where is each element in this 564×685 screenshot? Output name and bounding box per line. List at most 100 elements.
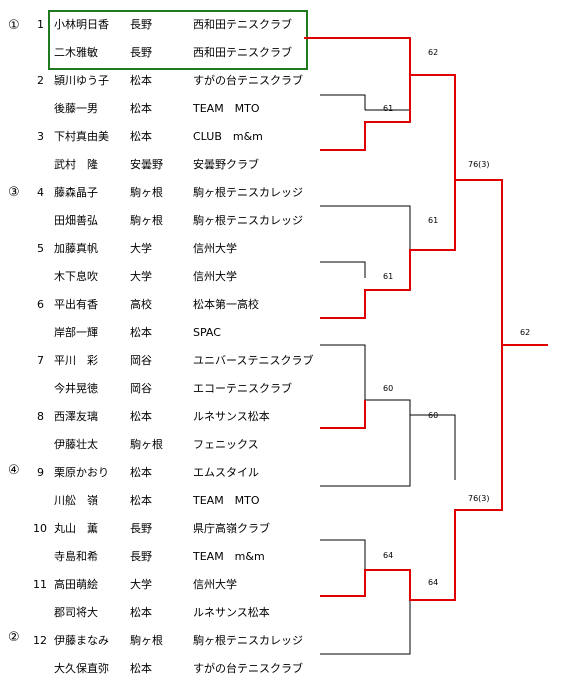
player-club: エムスタイル xyxy=(193,466,259,479)
score-r2-4: 61 xyxy=(428,216,439,225)
player-area: 長野 xyxy=(130,550,152,563)
score-qf-bottom: 76(3) xyxy=(468,494,490,503)
player-area: 駒ヶ根 xyxy=(130,214,163,227)
player-name: 頴川ゆう子 xyxy=(54,74,109,87)
entry-number: 1 xyxy=(37,18,44,31)
player-name: 二木雅敏 xyxy=(54,46,98,59)
player-name: 藤森晶子 xyxy=(54,186,98,199)
line-win-3 xyxy=(320,75,411,151)
player-area: 大学 xyxy=(130,242,152,255)
player-area: 松本 xyxy=(130,326,152,339)
player-area: 岡谷 xyxy=(130,382,152,395)
player-name: 木下息吹 xyxy=(54,270,98,283)
entry-number: 11 xyxy=(33,578,47,591)
player-name: 郡司将大 xyxy=(54,606,98,619)
seed1-highlight-box xyxy=(48,10,308,70)
entry-number: 6 xyxy=(37,298,44,311)
score-r1-2v3: 61 xyxy=(383,104,394,113)
player-area: 大学 xyxy=(130,270,152,283)
player-club: TEAM MTO xyxy=(193,102,260,115)
player-area: 松本 xyxy=(130,662,152,675)
entry-number: 4 xyxy=(37,186,44,199)
score-r2-12: 64 xyxy=(428,578,439,587)
player-club: CLUB m&m xyxy=(193,130,263,143)
seed-mark-2: ② xyxy=(8,630,20,645)
player-club: 松本第一高校 xyxy=(193,298,259,311)
player-name: 西澤友璃 xyxy=(54,410,98,423)
player-name: 栗原かおり xyxy=(54,466,109,479)
player-club: ユニバーステニスクラブ xyxy=(193,354,314,367)
line-entry-4 xyxy=(320,205,411,250)
player-area: 安曇野 xyxy=(130,158,163,171)
score-r1-10v11: 64 xyxy=(383,551,394,560)
player-club: 駒ヶ根テニスカレッジ xyxy=(193,214,303,227)
player-club: エコーテニスクラブ xyxy=(193,382,292,395)
player-area: 駒ヶ根 xyxy=(130,186,163,199)
line-win-6 xyxy=(320,180,456,319)
entry-number: 8 xyxy=(37,410,44,423)
player-club: 駒ヶ根テニスカレッジ xyxy=(193,634,303,647)
score-r2-9: 60 xyxy=(428,411,439,420)
line-r2-9-top xyxy=(365,399,456,480)
player-name: 大久保直弥 xyxy=(54,662,109,675)
player-area: 岡谷 xyxy=(130,354,152,367)
player-area: 松本 xyxy=(130,494,152,507)
player-club: TEAM m&m xyxy=(193,550,265,563)
entry-number: 12 xyxy=(33,634,47,647)
player-name: 岸部一輝 xyxy=(54,326,98,339)
score-final: 62 xyxy=(520,328,531,337)
score-r2-1: 62 xyxy=(428,48,439,57)
seed-mark-3: ③ xyxy=(8,185,20,200)
player-area: 松本 xyxy=(130,130,152,143)
entry-number: 5 xyxy=(37,242,44,255)
player-area: 駒ヶ根 xyxy=(130,438,163,451)
player-area: 松本 xyxy=(130,466,152,479)
player-name: 平川 彩 xyxy=(54,354,98,367)
player-club: ルネサンス松本 xyxy=(193,410,270,423)
player-name: 加藤真帆 xyxy=(54,242,98,255)
line-entry-9 xyxy=(320,415,411,487)
player-area: 大学 xyxy=(130,578,152,591)
entry-number: 3 xyxy=(37,130,44,143)
player-area: 松本 xyxy=(130,606,152,619)
player-area: 松本 xyxy=(130,102,152,115)
seed-mark-1: ① xyxy=(8,18,20,33)
player-name: 平出有香 xyxy=(54,298,98,311)
player-area: 松本 xyxy=(130,74,152,87)
player-name: 小林明日香 xyxy=(54,18,109,31)
player-club: SPAC xyxy=(193,326,221,339)
player-name: 下村真由美 xyxy=(54,130,109,143)
player-area: 長野 xyxy=(130,46,152,59)
entry-number: 2 xyxy=(37,74,44,87)
line-r1-10v11-top xyxy=(320,539,366,570)
player-name: 寺島和希 xyxy=(54,550,98,563)
player-name: 高田萌絵 xyxy=(54,578,98,591)
player-club: 駒ヶ根テニスカレッジ xyxy=(193,186,303,199)
player-area: 松本 xyxy=(130,410,152,423)
player-name: 武村 隆 xyxy=(54,158,98,171)
player-name: 後藤一男 xyxy=(54,102,98,115)
line-r1-2v3-top xyxy=(320,94,366,110)
player-name: 丸山 薫 xyxy=(54,522,98,535)
player-club: すがの台テニスクラブ xyxy=(193,662,303,675)
player-club: すがの台テニスクラブ xyxy=(193,74,303,87)
line-win-11 xyxy=(320,345,503,601)
player-name: 伊藤まなみ xyxy=(54,634,109,647)
line-r1-5v6-top xyxy=(320,261,366,278)
player-club: フェニックス xyxy=(193,438,259,451)
player-area: 高校 xyxy=(130,298,152,311)
player-area: 長野 xyxy=(130,18,152,31)
player-area: 駒ヶ根 xyxy=(130,634,163,647)
player-name: 伊藤壮太 xyxy=(54,438,98,451)
entry-number: 10 xyxy=(33,522,47,535)
player-club: 信州大学 xyxy=(193,270,237,283)
player-name: 田畑善弘 xyxy=(54,214,98,227)
player-club: 信州大学 xyxy=(193,242,237,255)
player-club: 安曇野クラブ xyxy=(193,158,259,171)
score-r1-7v8: 60 xyxy=(383,384,394,393)
player-area: 長野 xyxy=(130,522,152,535)
line-win-1 xyxy=(304,37,548,346)
player-club: 信州大学 xyxy=(193,578,237,591)
